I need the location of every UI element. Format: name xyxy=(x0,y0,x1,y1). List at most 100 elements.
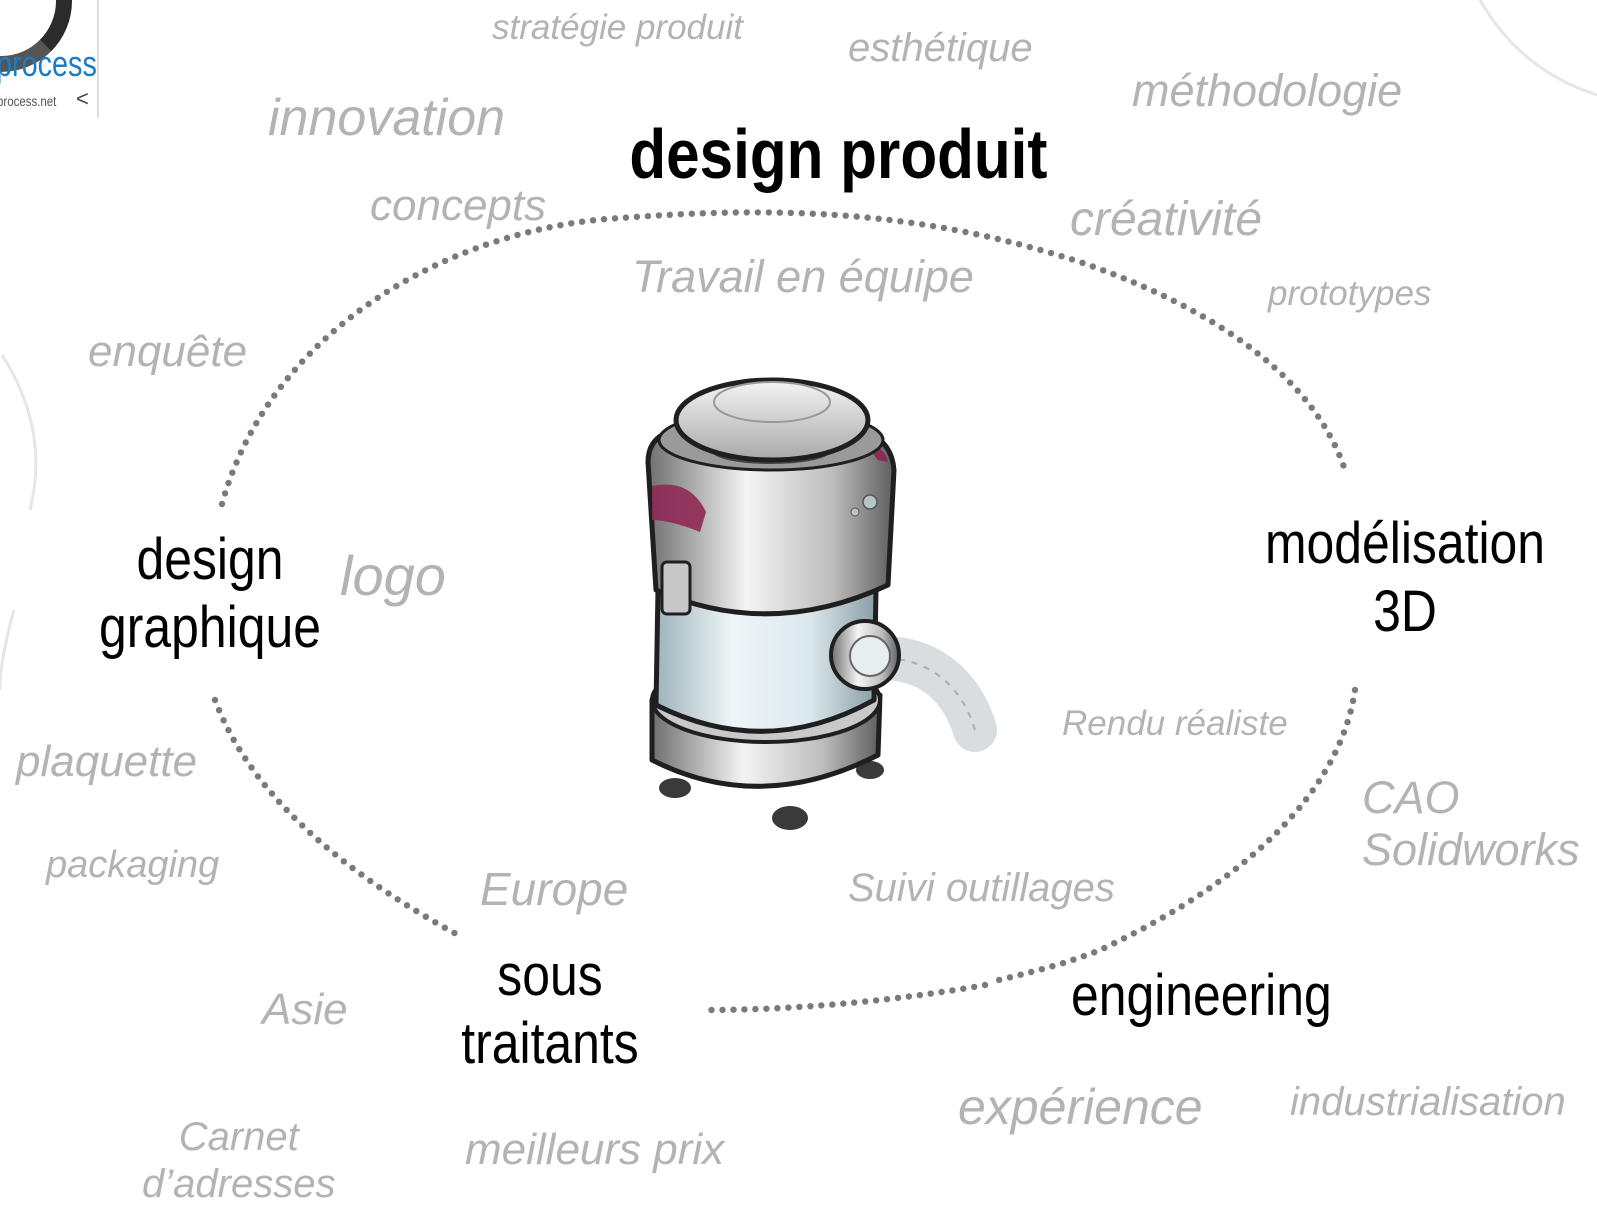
cycle-dot xyxy=(765,209,772,216)
side-latch xyxy=(660,560,692,616)
keyword-prototypes: prototypes xyxy=(1268,274,1432,313)
cycle-dot xyxy=(525,229,532,236)
cycle-dot xyxy=(862,998,869,1005)
lid xyxy=(673,377,871,463)
cycle-dot xyxy=(820,211,827,218)
cycle-dot xyxy=(472,245,479,252)
cycle-dot xyxy=(708,1006,715,1014)
keyword-enquete: enquête xyxy=(88,327,248,376)
cycle-dot xyxy=(1347,708,1354,715)
cycle-dot xyxy=(385,890,392,897)
cycle-dot xyxy=(307,829,314,837)
cycle-dot xyxy=(1315,413,1322,420)
cycle-dot xyxy=(600,216,608,223)
company-logo[interactable]: process process.net < xyxy=(0,0,100,118)
cycle-dot xyxy=(314,342,321,350)
cycle-dot xyxy=(277,383,285,390)
cycle-dot xyxy=(568,220,575,227)
keyword-line: CAO xyxy=(1362,772,1460,823)
cycle-dot xyxy=(1197,891,1204,898)
cycle-dot xyxy=(829,1001,836,1008)
cycle-dot xyxy=(1340,462,1347,469)
keyword-line: Solidworks xyxy=(1362,823,1580,875)
cycle-dot xyxy=(374,294,381,302)
cycle-dot xyxy=(1262,357,1270,364)
cycle-dot xyxy=(840,1000,847,1007)
chevron-left-icon: < xyxy=(76,86,89,111)
cycle-dot xyxy=(677,211,684,218)
cycle-dot xyxy=(422,913,429,920)
cycle-dot xyxy=(785,1004,792,1011)
cycle-dot xyxy=(221,490,229,497)
keyword-experience: expérience xyxy=(958,1079,1203,1135)
wheel xyxy=(659,778,691,798)
cycle-dot xyxy=(1059,959,1067,967)
cycle-dot xyxy=(1058,253,1065,260)
keyword-rendu-realiste: Rendu réaliste xyxy=(1062,704,1288,743)
cycle-dot xyxy=(258,410,266,417)
node-line: design xyxy=(136,527,284,592)
cycle-dot xyxy=(242,755,249,762)
cycle-dot xyxy=(710,209,717,217)
cycle-dot xyxy=(1281,821,1288,828)
keyword-line: Carnet xyxy=(178,1115,299,1159)
cycle-dot xyxy=(983,233,991,240)
cycle-dot xyxy=(699,210,706,217)
keyword-creativite: créativité xyxy=(1070,193,1263,246)
cycle-dot xyxy=(743,209,750,216)
cycle-dot xyxy=(268,790,276,797)
indicator-button xyxy=(862,494,878,510)
left-background-arc xyxy=(0,354,38,511)
cycle-dot xyxy=(1279,371,1286,379)
cycle-dot xyxy=(535,226,543,233)
cycle-dot xyxy=(951,226,958,234)
cycle-dot xyxy=(1321,422,1328,430)
node-sous-traitants: sous traitants xyxy=(438,942,662,1078)
cycle-dot xyxy=(291,814,298,821)
cycle-dot xyxy=(730,1006,737,1013)
cycle-dot xyxy=(1245,343,1253,350)
cycle-dot xyxy=(356,307,363,314)
cycle-dot xyxy=(807,1003,814,1010)
cycle-dot xyxy=(1037,246,1044,254)
cycle-dot xyxy=(719,1006,726,1014)
cycle-dot xyxy=(1315,778,1323,785)
cycle-dot xyxy=(264,401,272,408)
cycle-dot xyxy=(774,1005,781,1012)
cycle-dot xyxy=(1232,865,1240,872)
cycle-dot xyxy=(655,212,663,219)
cycle-dot xyxy=(1336,451,1343,459)
cycle-dot xyxy=(514,231,521,239)
keyword-methodologie: méthodologie xyxy=(1132,65,1403,116)
keyword-carnet-adresses: Carnet d’adresses xyxy=(142,1114,335,1208)
cycle-dot xyxy=(323,844,330,851)
cycle-dot xyxy=(275,798,283,805)
cycle-dot xyxy=(1120,275,1127,282)
cycle-dot xyxy=(271,392,278,399)
cycle-dot xyxy=(306,350,313,357)
cycle-dot xyxy=(1332,749,1339,756)
logo-divider xyxy=(97,0,99,118)
cycle-dot xyxy=(215,707,223,714)
cycle-dot xyxy=(1351,686,1359,694)
cycle-dot xyxy=(1111,940,1118,947)
cycle-dot xyxy=(441,257,449,265)
cycle-dot xyxy=(1287,379,1294,386)
cycle-dot xyxy=(1273,829,1281,836)
node-line: engineering xyxy=(1071,963,1332,1028)
cycle-dot xyxy=(831,211,838,219)
cycle-dot xyxy=(886,216,893,224)
cycle-dot xyxy=(927,990,934,997)
cycle-dot xyxy=(1110,271,1117,278)
cycle-dot xyxy=(589,217,597,224)
cycle-dot xyxy=(1206,885,1213,892)
cycle-dot xyxy=(1321,768,1328,776)
cycle-dot xyxy=(1120,935,1128,942)
cycle-dot xyxy=(644,212,652,220)
cycle-dot xyxy=(1070,956,1077,963)
cycle-dot xyxy=(1309,787,1316,794)
cycle-dot xyxy=(1344,718,1351,726)
cycle-dot xyxy=(1169,908,1176,916)
left-background-arc-2 xyxy=(0,609,16,691)
